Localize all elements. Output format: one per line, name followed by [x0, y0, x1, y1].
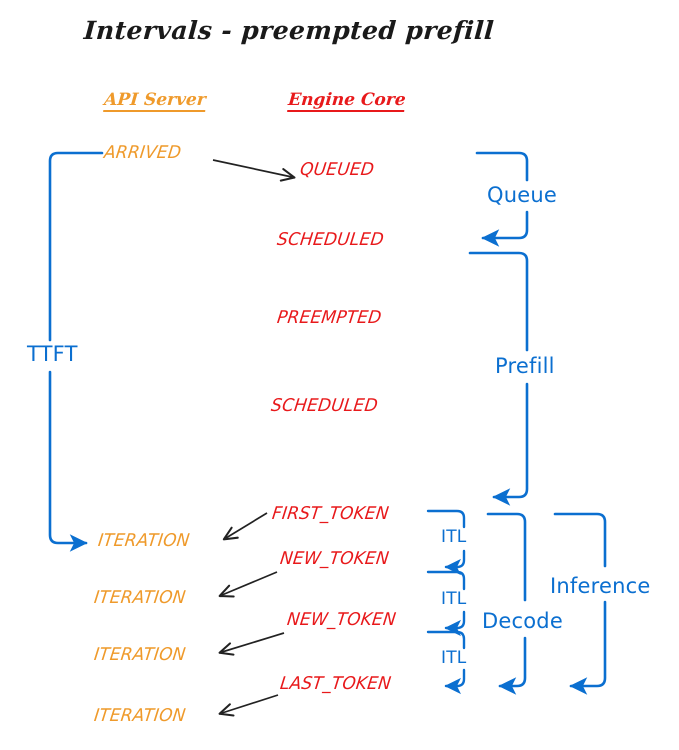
state-iteration-4: ITERATION: [92, 706, 187, 726]
arrow-new-token-to-iteration-1: [218, 571, 278, 598]
interval-label-prefill: Prefill: [495, 354, 555, 378]
bracket-itl-1: [426, 509, 466, 576]
state-new-token-2: NEW_TOKEN: [285, 610, 398, 630]
interval-label-inference: Inference: [550, 574, 651, 598]
state-preempted: PREEMPTED: [275, 308, 383, 328]
interval-label-itl-1: ITL: [441, 527, 467, 547]
arrow-first-token-to-iteration: [222, 512, 268, 541]
column-header-engine-core: Engine Core: [287, 90, 407, 112]
page-title: Intervals - preempted prefill: [82, 16, 496, 45]
state-scheduled-1: SCHEDULED: [275, 230, 385, 250]
interval-label-ttft: TTFT: [27, 342, 78, 366]
bracket-itl-3: [426, 630, 466, 695]
state-iteration-1: ITERATION: [96, 531, 191, 551]
bracket-decode: [486, 512, 527, 695]
arrow-new-token-to-iteration-2: [218, 632, 285, 656]
state-arrived: ARRIVED: [102, 143, 183, 163]
bracket-inference: [553, 512, 607, 695]
interval-label-decode: Decode: [482, 609, 563, 633]
state-first-token: FIRST_TOKEN: [270, 504, 390, 524]
bracket-queue: [475, 151, 529, 247]
state-iteration-2: ITERATION: [92, 588, 187, 608]
state-last-token: LAST_TOKEN: [278, 674, 393, 694]
interval-label-itl-2: ITL: [441, 589, 467, 609]
bracket-ttft: [48, 151, 104, 552]
state-iteration-3: ITERATION: [92, 645, 187, 665]
bracket-prefill: [468, 251, 529, 506]
bracket-itl-2: [426, 570, 466, 637]
arrow-last-token-to-iteration: [218, 694, 279, 717]
interval-label-itl-3: ITL: [441, 648, 467, 668]
arrow-arrived-to-queued: [212, 159, 296, 182]
interval-label-queue: Queue: [487, 183, 557, 207]
state-scheduled-2: SCHEDULED: [269, 396, 379, 416]
column-header-api-server: API Server: [103, 90, 207, 112]
state-queued: QUEUED: [298, 160, 376, 180]
state-new-token-1: NEW_TOKEN: [278, 549, 391, 569]
